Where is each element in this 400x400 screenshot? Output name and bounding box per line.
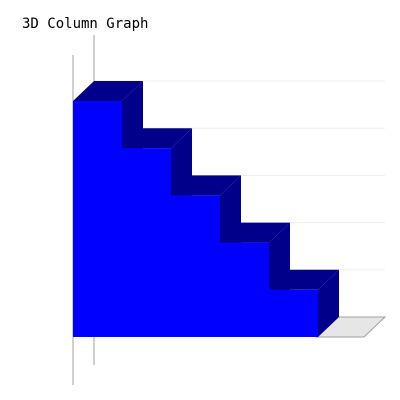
column-bar	[269, 289, 318, 337]
column-top	[269, 269, 339, 290]
column-bar	[122, 148, 171, 337]
column-top	[122, 128, 192, 149]
column-bar	[171, 195, 220, 337]
column-top	[171, 175, 241, 196]
column-bar	[220, 242, 269, 337]
column-bar	[73, 101, 122, 337]
column-side	[318, 269, 339, 337]
columns	[73, 101, 318, 337]
chart-title: 3D Column Graph	[22, 16, 148, 32]
column-top	[73, 81, 143, 101]
column-top	[220, 222, 290, 243]
